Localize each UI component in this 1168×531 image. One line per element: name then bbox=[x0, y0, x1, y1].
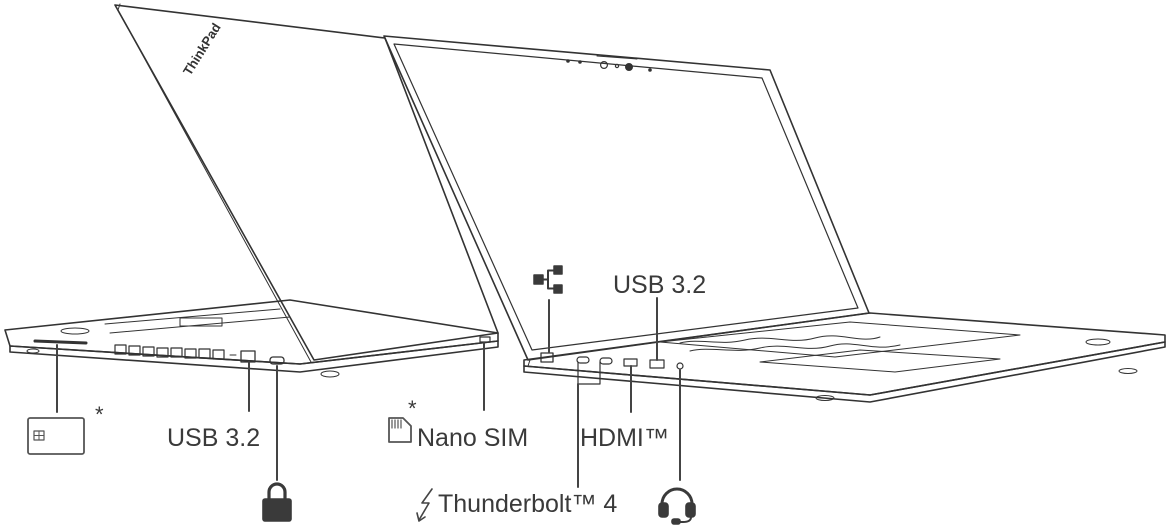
nano-sim-label: Nano SIM bbox=[417, 424, 529, 452]
right-laptop-base bbox=[523, 312, 1166, 403]
right-laptop-lid bbox=[383, 35, 870, 367]
thunderbolt-port-2 bbox=[599, 357, 613, 365]
hdmi-label: HDMI™ bbox=[580, 424, 669, 452]
lock-icon bbox=[262, 482, 292, 522]
webcam-bar bbox=[566, 55, 652, 72]
leader-lines bbox=[56, 297, 681, 488]
usb-left-label: USB 3.2 bbox=[167, 424, 261, 452]
usb-right-label: USB 3.2 bbox=[613, 271, 707, 299]
thunderbolt-label: Thunderbolt™ 4 bbox=[438, 490, 618, 518]
headset-icon bbox=[658, 487, 696, 525]
side-vents bbox=[114, 344, 225, 360]
left-laptop-base bbox=[4, 299, 499, 378]
thunderbolt-port-1 bbox=[576, 356, 590, 364]
smart-card-icon bbox=[27, 417, 85, 455]
audio-jack bbox=[676, 362, 684, 370]
ethernet-icon bbox=[533, 265, 563, 294]
left-laptop-lid bbox=[114, 3, 499, 363]
lightning-icon bbox=[416, 488, 433, 522]
hdmi-port bbox=[623, 358, 638, 367]
nano-sim-asterisk: * bbox=[408, 396, 417, 421]
nano-sim-slot bbox=[479, 336, 491, 343]
sd-card-icon bbox=[388, 417, 412, 443]
lock-slot bbox=[269, 356, 285, 365]
usb-port-right bbox=[649, 359, 665, 369]
smart-card-asterisk: * bbox=[95, 402, 104, 427]
